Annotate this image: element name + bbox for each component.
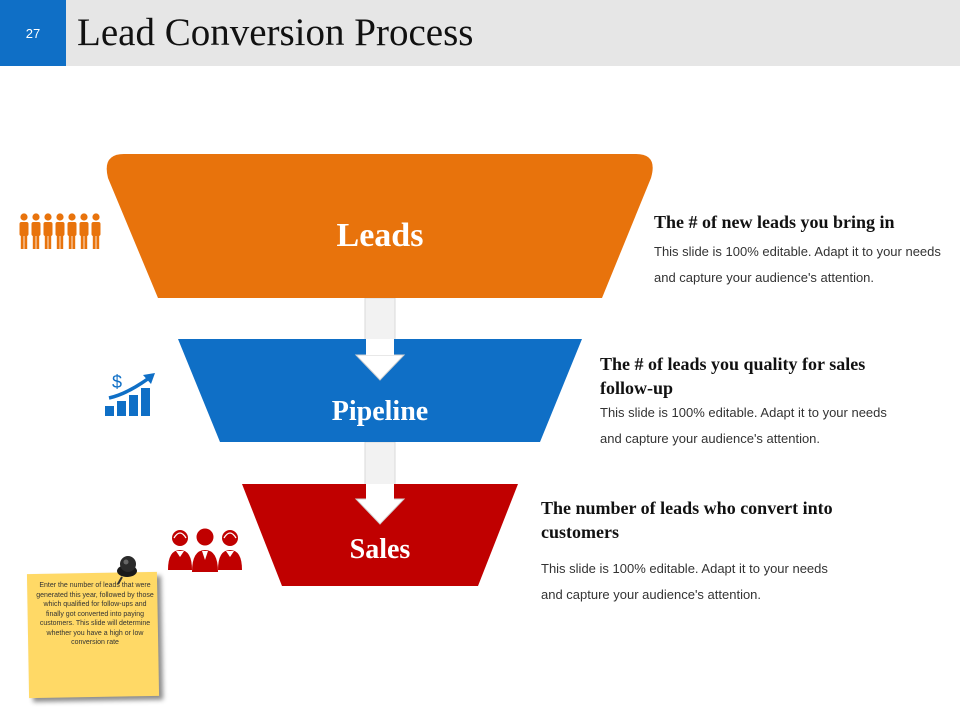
sales-team-icon <box>168 528 242 572</box>
funnel-stage-leads <box>106 154 653 298</box>
desc-pipeline: The # of leads you quality for sales fol… <box>600 352 920 452</box>
people-group-icon <box>19 213 101 249</box>
slide-title: Lead Conversion Process <box>77 11 474 54</box>
stage-label-pipeline: Pipeline <box>332 396 428 427</box>
desc-heading-leads: The # of new leads you bring in <box>654 212 895 232</box>
pushpin-icon <box>117 556 137 585</box>
desc-body-leads: This slide is 100% editable. Adapt it to… <box>654 244 941 285</box>
desc-leads: The # of new leads you bring in This sli… <box>654 210 954 291</box>
slide-number: 27 <box>0 0 66 66</box>
growth-chart-dollar-icon: $ <box>105 372 155 416</box>
funnel-stage-sales <box>242 484 518 586</box>
stage-label-leads: Leads <box>337 217 424 254</box>
sticky-note: Enter the number of leads that were gene… <box>26 555 168 710</box>
desc-sales: The number of leads who convert into cus… <box>541 496 851 608</box>
sticky-note-text: Enter the number of leads that were gene… <box>36 582 154 646</box>
desc-body-sales: This slide is 100% editable. Adapt it to… <box>541 561 828 602</box>
desc-heading-pipeline: The # of leads you quality for sales fol… <box>600 354 866 398</box>
funnel-stage-pipeline <box>178 339 582 442</box>
slide-header: 27 Lead Conversion Process <box>0 0 960 66</box>
svg-text:$: $ <box>112 372 122 392</box>
stage-label-sales: Sales <box>350 534 411 565</box>
desc-body-pipeline: This slide is 100% editable. Adapt it to… <box>600 405 887 446</box>
desc-heading-sales: The number of leads who convert into cus… <box>541 498 833 542</box>
